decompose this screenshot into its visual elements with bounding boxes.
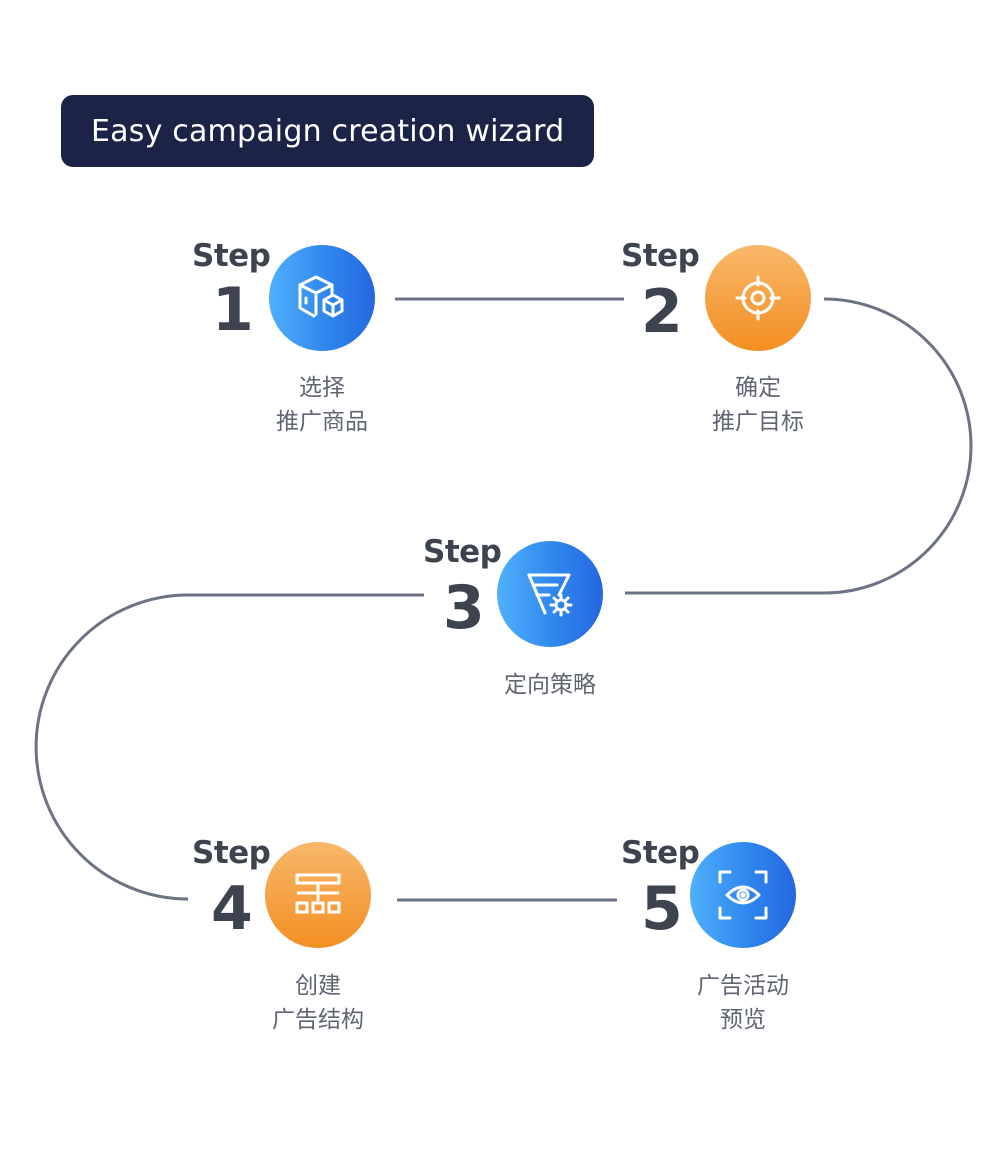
label-line: 推广目标 xyxy=(712,409,804,435)
connector-2-3 xyxy=(625,297,973,595)
step-number: 2 xyxy=(641,277,683,347)
step-word: Step xyxy=(621,238,700,274)
label-line: 确定 xyxy=(735,375,781,401)
step-3-icon-circle xyxy=(497,541,603,647)
label-line: 广告活动 xyxy=(697,973,789,999)
step-5-icon-circle xyxy=(690,842,796,948)
package-boxes-icon xyxy=(298,275,344,318)
eye-scan-icon xyxy=(718,870,768,920)
step-number: 4 xyxy=(211,874,253,944)
step-2-icon-circle xyxy=(705,245,811,351)
step-5-label: 广告活动 预览 xyxy=(683,969,803,1037)
step-2-label: 确定 推广目标 xyxy=(698,371,818,439)
connector-3-4 xyxy=(34,593,424,901)
step-number: 1 xyxy=(212,275,254,345)
step-word: Step xyxy=(621,835,700,871)
target-crosshair-icon xyxy=(735,275,781,321)
step-1-icon-circle xyxy=(269,245,375,351)
step-number: 5 xyxy=(641,874,683,944)
step-3-label: 定向策略 xyxy=(490,668,610,702)
hierarchy-structure-icon xyxy=(295,873,341,914)
step-word: Step xyxy=(192,238,271,274)
step-4-label: 创建 广告结构 xyxy=(258,969,378,1037)
label-line: 广告结构 xyxy=(272,1007,364,1033)
label-line: 创建 xyxy=(295,973,341,999)
step-number: 3 xyxy=(443,573,485,643)
step-word: Step xyxy=(423,534,502,570)
label-line: 选择 xyxy=(299,375,345,401)
funnel-gear-icon xyxy=(527,573,573,617)
title-banner: Easy campaign creation wizard xyxy=(61,95,594,167)
label-line: 定向策略 xyxy=(504,672,596,698)
step-1-label: 选择 推广商品 xyxy=(262,371,382,439)
page-title: Easy campaign creation wizard xyxy=(91,113,565,149)
step-word: Step xyxy=(192,835,271,871)
label-line: 推广商品 xyxy=(276,409,368,435)
step-4-icon-circle xyxy=(265,842,371,948)
label-line: 预览 xyxy=(720,1007,766,1033)
